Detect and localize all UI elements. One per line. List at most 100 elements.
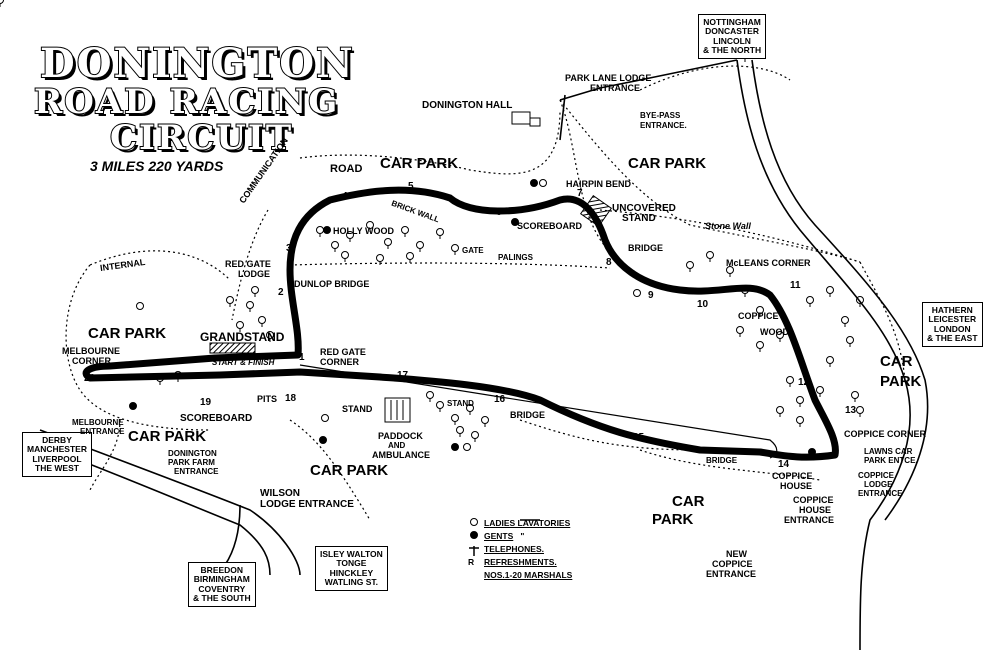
marshal-post-10: 10: [697, 299, 709, 310]
donington-hall-building: [511, 111, 541, 127]
new-coppice-label: NEW: [726, 549, 747, 559]
legend-row-marshals: NOS.1-20 MARSHALS: [468, 568, 572, 581]
hairpin-bend-label: HAIRPIN BEND: [566, 179, 632, 189]
paddock-label: PADDOCK: [378, 431, 423, 441]
uncovered-stand-label: UNCOVERED: [612, 203, 676, 214]
service-road: [299, 364, 778, 459]
legend-telephones: TELEPHONES.: [484, 543, 544, 554]
marshal-post-16: 16: [494, 394, 506, 405]
stone-wall-label: Stone Wall: [705, 221, 751, 231]
coppice-house-label: COPPICE: [772, 471, 813, 481]
legend-symbols: [469, 518, 479, 556]
road-label: ROAD: [330, 163, 363, 175]
park-lane-entrance-label: ENTRANCE: [590, 83, 641, 93]
melbourne-corner-label-2: CORNER: [72, 356, 112, 366]
marshal-post-9: 9: [648, 290, 654, 301]
coppice-lodge-label-3: ENTRANCE: [858, 489, 903, 498]
coppice-house-entrance-label-3: ENTRANCE: [784, 515, 835, 525]
car-park-top-label: CAR PARK: [380, 155, 459, 172]
legend-gents: GENTS: [484, 530, 514, 541]
melbourne-corner-label: MELBOURNE: [62, 346, 120, 356]
marshal-post-3: 3: [286, 243, 292, 254]
bye-pass-label: BYE-PASS: [640, 111, 681, 120]
lawns-car-park-label: LAWNS CAR: [864, 447, 913, 456]
car-park-top-right-label: CAR PARK: [628, 155, 707, 172]
bridge-8-label: BRIDGE: [628, 243, 664, 253]
car-park-right-label: CAR: [880, 353, 913, 370]
marshal-post-11: 11: [790, 280, 801, 291]
marshal-post-13: 13: [845, 405, 857, 416]
red-gate-corner-label-2: CORNER: [320, 357, 360, 367]
marshal-post-7: 7: [577, 188, 583, 199]
scoreboard-top-label: SCOREBOARD: [517, 221, 583, 231]
signpost-south: BREEDON BIRMINGHAM COVENTRY & THE SOUTH: [188, 562, 256, 608]
red-gate-corner-label: RED GATE: [320, 347, 366, 357]
legend-gents-ditto: ": [520, 530, 525, 541]
marshal-post-5: 5: [408, 181, 414, 192]
marshal-post-14: 14: [778, 459, 790, 470]
paddock-stalls: [384, 397, 411, 423]
new-coppice-label-3: ENTRANCE: [706, 569, 757, 579]
grandstand-block: [209, 342, 256, 354]
legend-row-ladies: LADIES LAVATORIES: [468, 516, 572, 529]
signpost-isley-walton: ISLEY WALTON TONGE HINCKLEY WATLING ST.: [315, 546, 388, 592]
car-park-left-label: CAR PARK: [88, 325, 167, 342]
marshal-post-20: 20: [84, 373, 96, 384]
lawns-car-park-label-2: PARK ENTCE.: [864, 456, 918, 465]
car-park-bottom-label-2: PARK: [652, 511, 694, 528]
coppice-lodge-label: COPPICE: [858, 471, 895, 480]
park-lane-lodge-label: PARK LANE LODGE: [565, 73, 652, 83]
marshal-post-19: 19: [200, 397, 212, 408]
grandstand-label: GRANDSTAND: [200, 330, 285, 344]
coppice-corner-label: COPPICE CORNER: [844, 429, 927, 439]
wilson-lodge-label: WILSON: [260, 488, 300, 499]
donington-farm-label-2: PARK FARM: [168, 458, 215, 467]
coppice-house-label-2: HOUSE: [780, 481, 813, 491]
bridge-14-label: BRIDGE: [706, 456, 738, 465]
marshal-post-15: 15: [633, 432, 645, 443]
car-park-mid-left-label: CAR PARK: [128, 428, 207, 445]
marshal-post-1: 1: [299, 352, 305, 363]
map-title-line3: CIRCUIT: [109, 117, 294, 159]
donington-farm-label: DONINGTON: [168, 449, 217, 458]
facility-markers: [129, 179, 816, 456]
race-track: [82, 186, 839, 461]
marshal-post-8: 8: [606, 257, 612, 268]
car-park-mid-label: CAR PARK: [310, 462, 389, 479]
map-title-line2: ROAD RACING: [33, 81, 340, 123]
new-coppice-label-2: COPPICE: [712, 559, 753, 569]
legend-refreshments: REFRESHMENTS.: [484, 556, 557, 567]
uncovered-stand-block: [579, 194, 613, 228]
pits-label: PITS: [257, 394, 278, 404]
donington-farm-label-3: ENTRANCE: [174, 467, 219, 476]
legend-row-gents: GENTS ": [468, 529, 572, 542]
uncovered-stand-label-2: STAND: [622, 213, 656, 224]
donington-hall-label: DONINGTON HALL: [422, 100, 513, 111]
ambulance-label: AMBULANCE: [372, 450, 430, 460]
marshal-post-17: 17: [397, 370, 409, 381]
signpost-north: NOTTINGHAM DONCASTER LINCOLN & THE NORTH: [698, 14, 767, 60]
signpost-west: DERBY MANCHESTER LIVERPOOL THE WEST: [22, 432, 92, 478]
legend-ladies: LADIES LAVATORIES: [484, 517, 571, 528]
melbourne-entrance-label: MELBOURNE: [72, 418, 124, 427]
paddock-and-label: AND: [388, 441, 406, 450]
marshal-post-2: 2: [278, 287, 284, 298]
marshal-post-4: 4: [342, 191, 348, 202]
map-title-line1: DONINGTON: [39, 39, 355, 88]
coppice-wood-label-2: WOOD: [760, 327, 789, 337]
public-roads: [39, 59, 929, 651]
car-park-right-label-2: PARK: [880, 373, 922, 390]
start-finish-label: START & FINISH: [212, 358, 275, 367]
marshal-post-12: 12: [798, 377, 810, 388]
bridge-16-label: BRIDGE: [510, 410, 546, 420]
car-park-bottom-label: CAR: [672, 493, 705, 510]
coppice-house-entrance-label-2: HOUSE: [799, 505, 832, 515]
map-subtitle: 3 MILES 220 YARDS: [90, 158, 224, 174]
stand-r-label: STAND: [447, 399, 474, 408]
stand-mid-label: STAND: [342, 404, 373, 414]
marshal-post-18: 18: [285, 393, 297, 404]
bye-pass-entrance-label: ENTRANCE.: [640, 121, 687, 130]
